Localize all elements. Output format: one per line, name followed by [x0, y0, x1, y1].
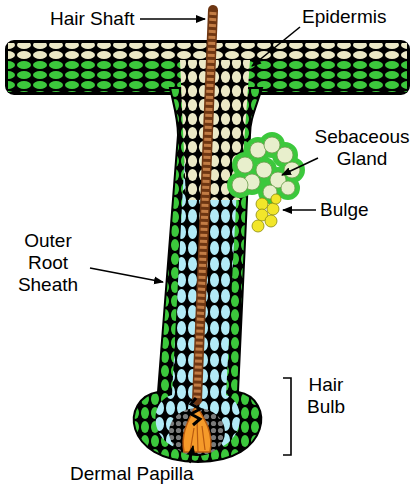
callout-label: Hair Bulb: [298, 374, 354, 418]
callout-label: Dermal Papilla: [70, 463, 194, 485]
sebaceous-gland: [230, 135, 302, 201]
bulge-cells: [252, 194, 281, 232]
callout-label: Outer Root Sheath: [10, 230, 86, 296]
callout-label: Hair Shaft: [50, 8, 134, 30]
callout-label: Epidermis: [302, 6, 386, 28]
leader-lines: [90, 19, 318, 463]
callout-label: Bulge: [320, 199, 369, 221]
callout-label: Sebaceous Gland: [312, 126, 412, 170]
hair-shaft: [191, 10, 213, 425]
